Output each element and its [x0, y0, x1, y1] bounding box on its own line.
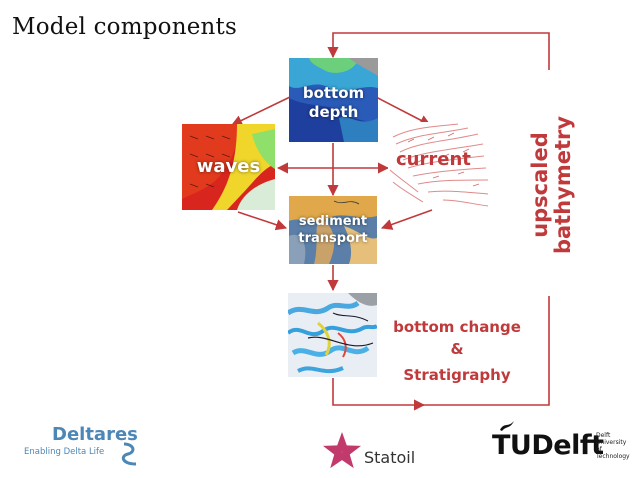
feedback-arrow-bottom	[332, 378, 426, 411]
bottom-change-node	[288, 293, 377, 377]
upscaled-line1: upscaled	[528, 132, 552, 238]
sediment-transport-map	[289, 196, 377, 264]
current-node: current	[388, 122, 490, 208]
waves-label: waves	[196, 156, 261, 177]
arrow-depth-waves	[230, 96, 291, 126]
waves-node: waves	[182, 124, 275, 210]
bottom-depth-map	[289, 58, 378, 142]
bottom-change-line1: bottom change	[393, 318, 521, 336]
current-label: current	[396, 149, 471, 170]
current-vector-field	[389, 123, 489, 207]
bottom-depth-node: bottom depth	[289, 58, 378, 142]
arrow-waves-sediment	[237, 211, 288, 231]
sediment-line2: transport	[298, 231, 368, 246]
feedback-line-right	[420, 296, 550, 406]
sediment-transport-node: sediment transport	[289, 196, 377, 264]
tudelft-flame-icon	[500, 421, 514, 431]
arrow-depth-current	[375, 96, 431, 126]
deltares-swirl-icon	[121, 442, 137, 466]
tudelft-sub2: University of	[596, 439, 627, 453]
deltares-tagline: Enabling Delta Life	[24, 447, 105, 457]
deltares-logo: Deltares Enabling Delta Life	[24, 424, 144, 470]
arrow-current-sediment	[380, 209, 433, 230]
bottom-change-text: bottom change & Stratigraphy	[384, 316, 530, 386]
statoil-logo: Statoil	[322, 430, 422, 474]
waves-map	[182, 124, 275, 210]
statoil-wordmark: Statoil	[364, 448, 416, 467]
deltares-wordmark: Deltares	[52, 424, 138, 445]
bottom-change-map	[288, 293, 377, 377]
tudelft-sub1: Delft	[596, 432, 611, 439]
feedback-arrow-top	[327, 32, 550, 70]
slide-title: Model components	[12, 14, 237, 40]
sediment-line1: sediment	[298, 214, 368, 229]
statoil-star-icon	[322, 432, 362, 469]
tudelft-wordmark: TUDelft	[492, 430, 604, 461]
bottom-depth-line1: bottom	[302, 84, 365, 102]
tudelft-logo: TUDelft Delft University of Technology	[492, 420, 632, 466]
tudelft-sub3: Technology	[596, 453, 630, 460]
upscaled-line2: bathymetry	[551, 115, 575, 255]
bottom-change-amp: &	[450, 340, 464, 358]
bottom-change-line3: Stratigraphy	[403, 366, 511, 384]
bottom-depth-line2: depth	[308, 103, 359, 121]
